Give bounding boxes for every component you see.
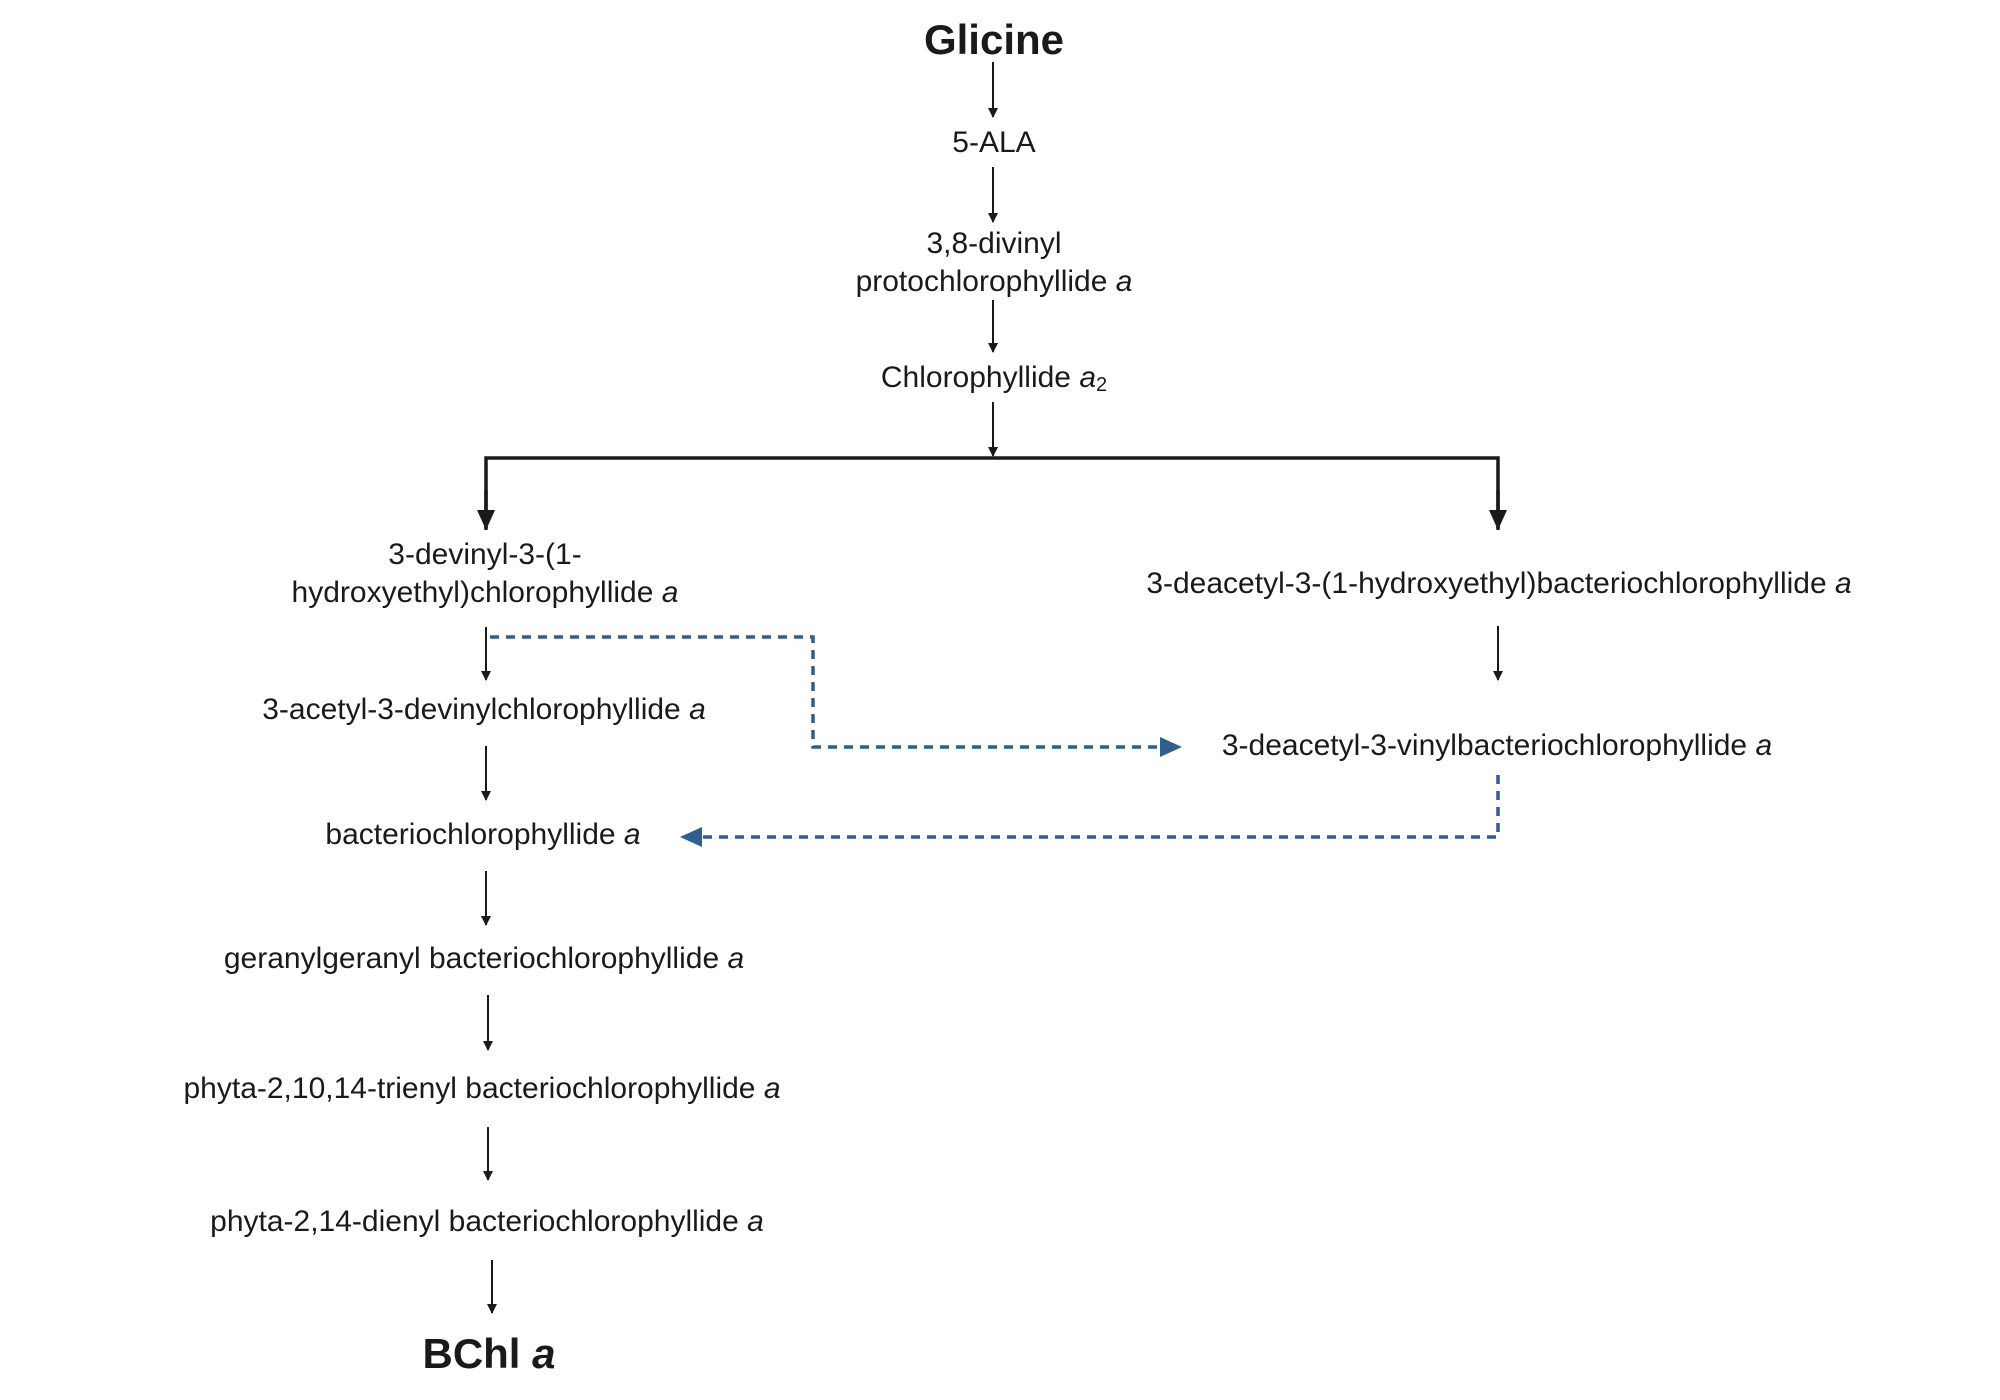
node-glicine: Glicine — [924, 16, 1064, 64]
chlorophyllide-italic: a — [1079, 361, 1097, 394]
node-deacetyl-vinylbacteriochlorophyllide: 3-deacetyl-3-vinylbacteriochlorophyllide… — [1222, 727, 1772, 765]
branch-bar — [484, 456, 1500, 530]
geranylgeranyl-label: geranylgeranyl bacteriochlorophyllide — [223, 942, 720, 975]
acetyl-italic: a — [689, 693, 706, 726]
trienyl-italic: a — [763, 1072, 781, 1105]
chlorophyllide-label: Chlorophyllide — [880, 361, 1071, 394]
node-bchl-a: BChl a — [422, 1330, 555, 1378]
dashed-arrow-vinyl-to-bacteriochlorophyllide — [680, 775, 1500, 847]
deacetyl-vinyl-label: 3-deacetyl-3-vinylbacteriochlorophyllide — [1221, 729, 1748, 762]
node-deacetyl-hydroxyethyl-bacteriochlorophyllide: 3-deacetyl-3-(1-hydroxyethyl)bacteriochl… — [1146, 565, 1851, 603]
node-geranylgeranyl-bacteriochlorophyllide: geranylgeranyl bacteriochlorophyllide a — [224, 940, 744, 978]
glicine-label: Glicine — [923, 16, 1065, 63]
deacetyl-hydroxyethyl-italic: a — [1834, 567, 1852, 600]
geranylgeranyl-italic: a — [727, 942, 745, 975]
node-acetyl-devinylchlorophyllide: 3-acetyl-3-devinylchlorophyllide a — [262, 691, 706, 729]
divinyl-line1: 3,8-divinyl — [926, 227, 1062, 260]
node-chlorophyllide-a2: Chlorophyllide a2 — [881, 359, 1107, 397]
divinyl-line2: protochlorophyllide — [855, 265, 1108, 298]
acetyl-label: 3-acetyl-3-devinylchlorophyllide — [262, 693, 681, 726]
dienyl-label: phyta-2,14-dienyl bacteriochlorophyllide — [210, 1205, 739, 1238]
deacetyl-vinyl-italic: a — [1755, 729, 1773, 762]
dienyl-italic: a — [747, 1205, 764, 1238]
node-bacteriochlorophyllide: bacteriochlorophyllide a — [325, 816, 640, 854]
deacetyl-hydroxyethyl-label: 3-deacetyl-3-(1-hydroxyethyl)bacteriochl… — [1146, 567, 1827, 600]
devinyl-line1: 3-devinyl-3-(1- — [388, 538, 582, 571]
divinyl-italic: a — [1115, 265, 1133, 298]
node-devinyl-hydroxyethyl-chlorophyllide: 3-devinyl-3-(1- hydroxyethyl)chlorophyll… — [292, 536, 679, 612]
ala-label: 5-ALA — [952, 126, 1036, 159]
trienyl-label: phyta-2,10,14-trienyl bacteriochlorophyl… — [183, 1072, 756, 1105]
node-phyta-dienyl-bacteriochlorophyllide: phyta-2,14-dienyl bacteriochlorophyllide… — [210, 1203, 764, 1241]
node-phyta-trienyl-bacteriochlorophyllide: phyta-2,10,14-trienyl bacteriochlorophyl… — [183, 1070, 780, 1108]
bacteriochlorophyllide-italic: a — [623, 818, 641, 851]
node-divinyl-protochlorophyllide: 3,8-divinyl protochlorophyllide a — [856, 225, 1133, 301]
devinyl-italic: a — [661, 576, 679, 609]
bchl-italic: a — [532, 1330, 556, 1377]
node-5-ala: 5-ALA — [952, 124, 1035, 162]
dashed-arrow-devinyl-to-vinyl — [490, 635, 1182, 757]
bacteriochlorophyllide-label: bacteriochlorophyllide — [325, 818, 616, 851]
chlorophyllide-sub: 2 — [1096, 374, 1108, 396]
bchl-label: BChl — [422, 1330, 521, 1377]
devinyl-line2: hydroxyethyl)chlorophyllide — [291, 576, 654, 609]
